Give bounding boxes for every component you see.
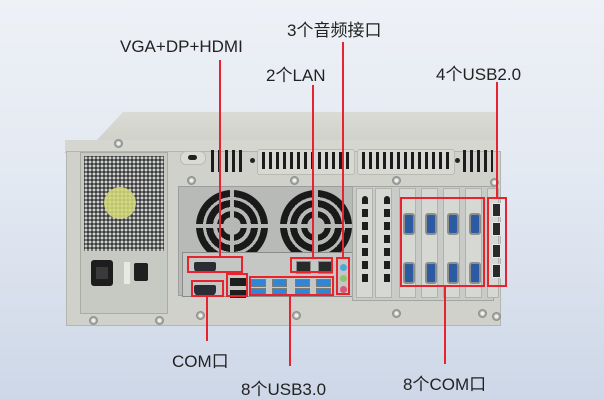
indicator-hole bbox=[455, 158, 460, 163]
psu-fan-hub bbox=[104, 187, 136, 219]
db9-com-port bbox=[447, 262, 459, 284]
callout-line-lan bbox=[312, 85, 314, 257]
chassis-top-lid bbox=[95, 112, 498, 142]
db9-com-port bbox=[425, 262, 437, 284]
callout-box-usb3 bbox=[249, 276, 334, 296]
callout-line-com bbox=[206, 297, 208, 341]
hdmi-port bbox=[230, 290, 246, 298]
slot-vent bbox=[384, 196, 390, 286]
screw-icon bbox=[492, 312, 501, 321]
ac-power-inlet-icon bbox=[91, 260, 113, 286]
callout-box-dp-hdmi bbox=[226, 273, 248, 297]
com-port-onboard bbox=[194, 285, 216, 296]
screw-icon bbox=[187, 176, 196, 185]
usb3-port bbox=[251, 279, 266, 287]
slot-vent bbox=[362, 196, 368, 286]
label-lan: 2个LAN bbox=[266, 66, 326, 85]
vent-slots bbox=[463, 150, 493, 172]
db9-com-port bbox=[469, 262, 481, 284]
screw-icon bbox=[292, 311, 301, 320]
usb2-port bbox=[492, 222, 501, 236]
db9-com-port bbox=[403, 213, 415, 235]
callout-box-com-cards bbox=[400, 197, 485, 287]
db9-com-port bbox=[447, 213, 459, 235]
db9-com-port bbox=[403, 262, 415, 284]
screw-icon bbox=[392, 309, 401, 318]
lock-keyhole-icon bbox=[180, 151, 206, 165]
callout-line-display bbox=[219, 60, 221, 257]
callout-box-com bbox=[191, 280, 224, 297]
label-usb2: 4个USB2.0 bbox=[436, 65, 522, 84]
lan-port bbox=[296, 261, 311, 274]
label-com-onboard: COM口 bbox=[172, 352, 229, 371]
usb3-port bbox=[272, 279, 287, 287]
usb2-port bbox=[492, 203, 501, 217]
label-com-expansion: 8个COM口 bbox=[403, 375, 487, 394]
callout-line-com-cards bbox=[444, 287, 446, 364]
vent-slots bbox=[262, 152, 350, 169]
callout-box-lan bbox=[290, 257, 333, 273]
audio-line-out-jack bbox=[340, 275, 347, 282]
fan-icon bbox=[280, 190, 352, 262]
vent-slots bbox=[211, 150, 245, 172]
audio-line-in-jack bbox=[340, 264, 347, 271]
fan-icon bbox=[196, 190, 268, 262]
psu-rating-label bbox=[124, 262, 130, 284]
screw-icon bbox=[114, 139, 123, 148]
callout-box-usb2 bbox=[487, 197, 507, 287]
psu-fan-grill bbox=[84, 156, 164, 251]
label-audio: 3个音频接口 bbox=[287, 21, 382, 40]
screw-icon bbox=[478, 309, 487, 318]
screw-icon bbox=[290, 176, 299, 185]
callout-line-usb2 bbox=[496, 82, 498, 197]
callout-box-vga-dp-hdmi bbox=[187, 256, 243, 273]
usb2-port bbox=[492, 264, 501, 278]
displayport-port bbox=[230, 278, 246, 286]
db9-com-port bbox=[425, 213, 437, 235]
screw-icon bbox=[490, 178, 499, 187]
callout-box-audio bbox=[336, 257, 350, 295]
screw-icon bbox=[196, 311, 205, 320]
callout-line-audio bbox=[342, 42, 344, 257]
label-usb3: 8个USB3.0 bbox=[241, 380, 327, 399]
indicator-hole bbox=[250, 158, 255, 163]
audio-mic-jack bbox=[340, 286, 347, 293]
usb3-port bbox=[316, 279, 331, 287]
callout-line-usb3 bbox=[289, 296, 291, 366]
power-switch[interactable] bbox=[134, 263, 148, 281]
screw-icon bbox=[89, 316, 98, 325]
vent-slots bbox=[362, 152, 452, 169]
usb3-port bbox=[295, 279, 310, 287]
label-display-ports: VGA+DP+HDMI bbox=[120, 37, 243, 56]
usb2-port bbox=[492, 244, 501, 258]
db9-com-port bbox=[469, 213, 481, 235]
screw-icon bbox=[392, 176, 401, 185]
screw-icon bbox=[155, 316, 164, 325]
vga-port bbox=[194, 262, 216, 273]
